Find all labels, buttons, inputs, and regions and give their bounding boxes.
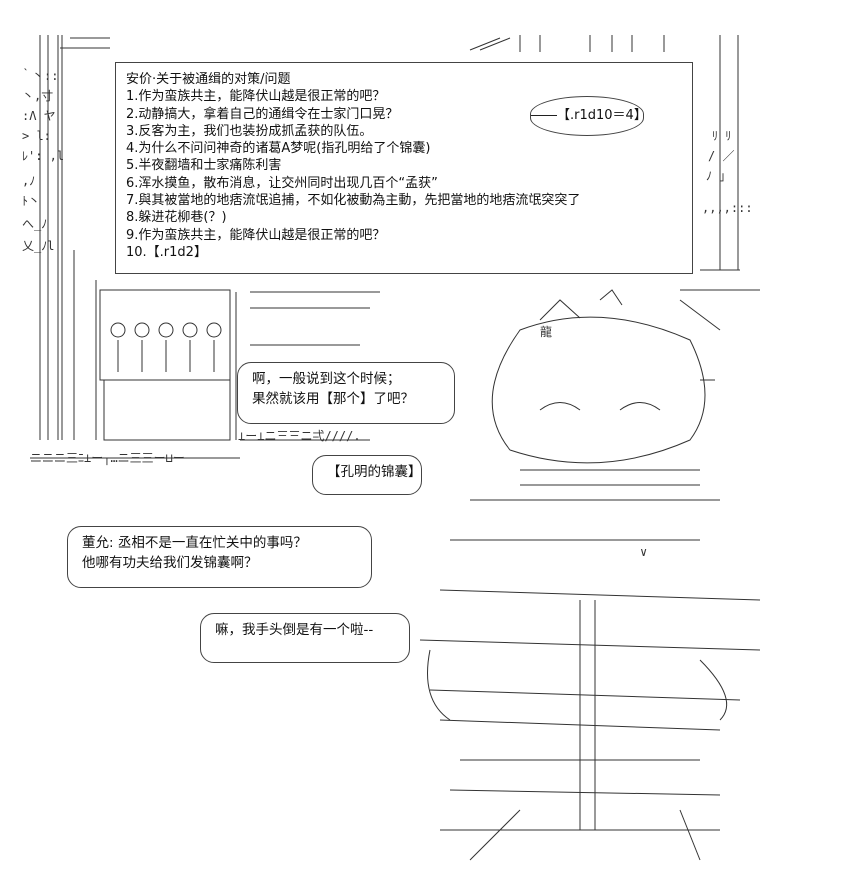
vote-option: 10.【.r1d2】 <box>126 244 207 260</box>
svg-text::Λ ヤ: :Λ ヤ <box>22 109 56 123</box>
svg-text:龍: 龍 <box>540 324 552 339</box>
svg-text:,ﾉ: ,ﾉ <box>22 174 35 188</box>
svg-text:ﾄ丶: ﾄ丶 <box>22 194 40 208</box>
svg-text:> l:: > l: <box>22 129 51 143</box>
dice-result: ――【.r1d10＝4】 <box>530 96 647 136</box>
speech-line: 啊，一般说到这个时候； <box>252 371 401 387</box>
speech-bubble-1: 啊，一般说到这个时候； 果然就该用【那个】了吧？ <box>237 362 455 424</box>
svg-text:ﾉ ｣: ﾉ ｣ <box>706 169 725 183</box>
vote-title: 安价·关于被通缉的对策/问题 <box>126 72 291 87</box>
speech-line: 他哪有功夫给我们发锦囊啊？ <box>82 555 258 571</box>
vote-option: 9.作为蛮族共主，能降伏山越是很正常的吧？ <box>126 227 386 243</box>
vote-option: 4.为什么不问问神奇的诸葛A梦呢(指孔明给了个锦囊) <box>126 141 431 157</box>
speech-line: 【孔明的锦囊】 <box>327 464 422 480</box>
svg-text:/ ／: / ／ <box>708 149 734 163</box>
svg-text:ニニニ三ﾆ⊥ー┬…ニ三三ー⊔ー: ニニニ三ﾆ⊥ー┬…ニ三三ー⊔ー <box>30 451 185 465</box>
speech-bubble-4: 嘛，我手头倒是有一个啦-- <box>200 613 410 663</box>
vote-option: 8.躲进花柳巷(？) <box>126 210 227 226</box>
vote-options-box: 安价·关于被通缉的对策/问题 1.作为蛮族共主，能降伏山越是很正常的吧？ 2.动… <box>115 62 693 274</box>
speech-bubble-3: 董允: 丞相不是一直在忙关中的事吗？ 他哪有功夫给我们发锦囊啊？ <box>67 526 372 588</box>
vote-option: 3.反客为主，我们也装扮成抓孟获的队伍。 <box>126 123 373 139</box>
svg-text:ﾚ': ,l: ﾚ': ,l <box>22 149 64 163</box>
svg-text:へ_ﾉ: へ_ﾉ <box>22 217 47 231</box>
svg-text:,,,,:::: ,,,,::: <box>702 201 753 215</box>
vote-option: 1.作为蛮族共主，能降伏山越是很正常的吧？ <box>126 89 386 105</box>
svg-text:丶,寸: 丶,寸 <box>22 89 53 103</box>
svg-text:∨: ∨ <box>640 545 647 559</box>
speech-line: 嘛，我手头倒是有一个啦-- <box>215 622 374 638</box>
speech-line: 董允: 丞相不是一直在忙关中的事吗？ <box>82 535 307 551</box>
svg-text:乂_ﾉl: 乂_ﾉl <box>22 239 54 253</box>
speech-bubble-2: 【孔明的锦囊】 <box>312 455 422 495</box>
vote-option: 7.與其被當地的地痞流氓追捕，不如化被動為主動，先把當地的地痞流氓突突了 <box>126 193 581 209</box>
svg-text:｀丶::: ｀丶:: <box>20 67 58 83</box>
vote-option: 5.半夜翻墙和士家痛陈利害 <box>126 158 282 174</box>
vote-option: 2.动静搞大，拿着自己的通缉令在士家门口晃？ <box>126 106 399 122</box>
svg-text:ﾘ ﾘ: ﾘ ﾘ <box>712 129 731 143</box>
speech-line: 果然就该用【那个】了吧？ <box>252 391 414 407</box>
vote-option: 6.浑水摸鱼，散布消息，让交州同时出现几百个“孟获” <box>126 175 438 191</box>
svg-text:⊥ー⊥ニ三三ニ弌////.: ⊥ー⊥ニ三三ニ弌////. <box>238 429 361 443</box>
